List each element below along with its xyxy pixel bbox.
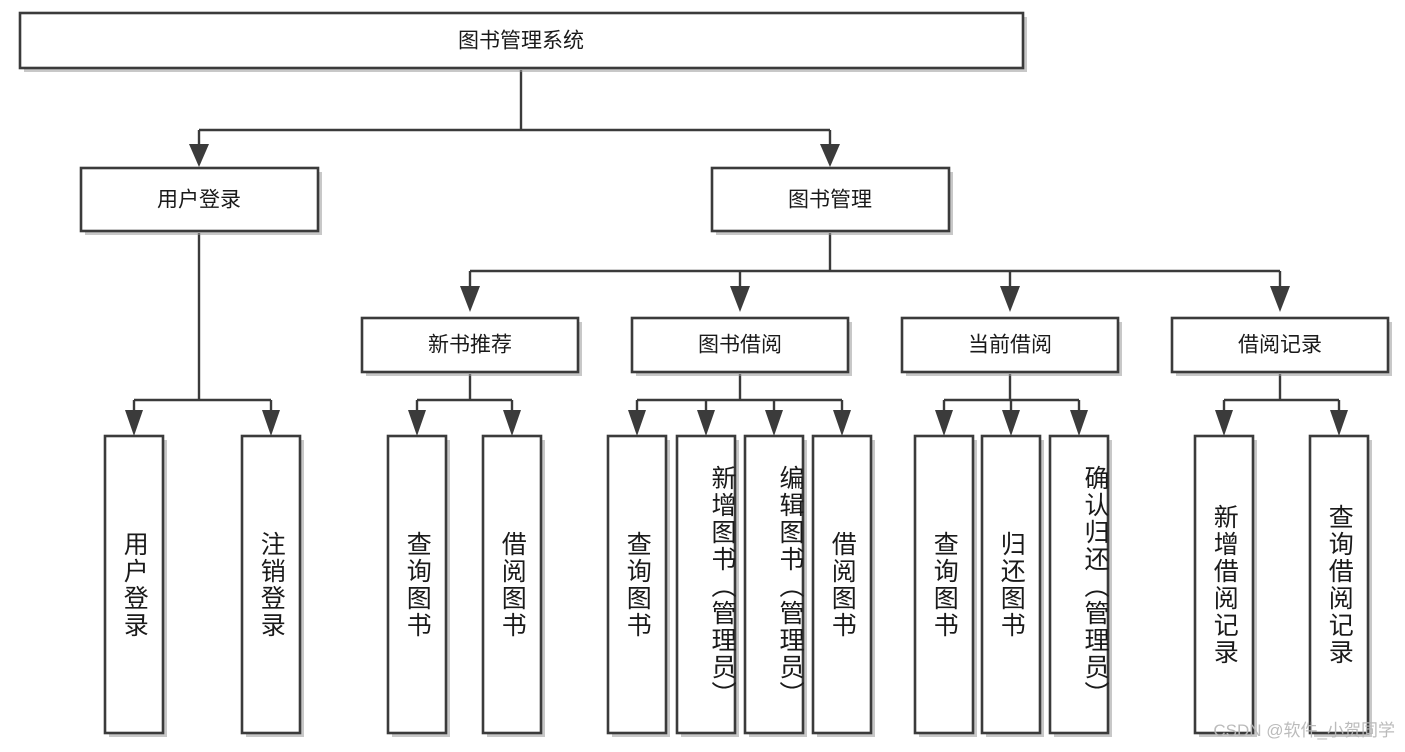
arrow-head-leaf-borrow-book-1 xyxy=(503,410,521,436)
arrow-head-leaf-query-book-3 xyxy=(935,410,953,436)
leaf-query-book-1-box[interactable] xyxy=(386,434,448,735)
leaf-add-book-box[interactable] xyxy=(675,434,737,735)
node-user-login-box[interactable] xyxy=(79,166,320,233)
node-borrow-record-box[interactable] xyxy=(1170,316,1390,374)
arrow-head-leaf-query-book-2 xyxy=(628,410,646,436)
leaf-query-record-box[interactable] xyxy=(1308,434,1370,735)
arrow-head-leaf-logout-login xyxy=(262,410,280,436)
arrow-head-current-borrow xyxy=(1000,286,1020,312)
node-new-book-rec-label: 新书推荐 xyxy=(428,334,512,357)
arrow-head-leaf-add-book xyxy=(697,410,715,436)
node-book-borrow[interactable]: 图书借阅 xyxy=(630,316,852,376)
arrow-head-leaf-edit-book xyxy=(765,410,783,436)
arrow-head-borrow-record xyxy=(1270,286,1290,312)
node-current-borrow-label: 当前借阅 xyxy=(968,334,1052,357)
leaf-query-book-3-box[interactable] xyxy=(913,434,975,735)
node-user-login-label: 用户登录 xyxy=(157,189,241,212)
arrow-head-leaf-borrow-book-2 xyxy=(833,410,851,436)
node-book-manage[interactable]: 图书管理 xyxy=(710,166,953,235)
leaf-borrow-book-1-box[interactable] xyxy=(481,434,543,735)
arrow-head-leaf-add-record xyxy=(1215,410,1233,436)
leaf-node-layer xyxy=(103,434,1372,737)
node-book-borrow-label: 图书借阅 xyxy=(698,334,782,357)
node-book-borrow-box[interactable] xyxy=(630,316,850,374)
node-book-manage-box[interactable] xyxy=(710,166,951,233)
node-book-manage-label: 图书管理 xyxy=(788,189,872,212)
leaf-return-book-box[interactable] xyxy=(980,434,1042,735)
arrow-head-book-manage xyxy=(820,144,840,167)
arrow-head-leaf-return-book xyxy=(1002,410,1020,436)
leaf-confirm-return-box[interactable] xyxy=(1048,434,1110,735)
leaf-edit-book-box[interactable] xyxy=(743,434,805,735)
node-root-box[interactable] xyxy=(18,11,1025,70)
arrow-head-leaf-user-login xyxy=(125,410,143,436)
node-root-label: 图书管理系统 xyxy=(458,30,584,53)
node-borrow-record-label: 借阅记录 xyxy=(1238,334,1322,357)
connector-layer xyxy=(125,70,1348,436)
arrow-head-book-borrow xyxy=(730,286,750,312)
arrow-head-new-book-rec xyxy=(460,286,480,312)
arrow-head-leaf-confirm-return xyxy=(1070,410,1088,436)
node-new-book-rec-box[interactable] xyxy=(360,316,580,374)
node-user-login[interactable]: 用户登录 xyxy=(79,166,322,235)
leaf-add-record-box[interactable] xyxy=(1193,434,1255,735)
node-current-borrow-box[interactable] xyxy=(900,316,1120,374)
leaf-query-book-2-box[interactable] xyxy=(606,434,668,735)
leaf-borrow-book-2-box[interactable] xyxy=(811,434,873,735)
leaf-logout-login-box[interactable] xyxy=(240,434,302,735)
arrow-head-leaf-query-book-1 xyxy=(408,410,426,436)
leaf-user-login-box[interactable] xyxy=(103,434,165,735)
node-new-book-rec[interactable]: 新书推荐 xyxy=(360,316,582,376)
node-current-borrow[interactable]: 当前借阅 xyxy=(900,316,1122,376)
arrow-head-user-login xyxy=(189,144,209,167)
arrow-head-leaf-query-record xyxy=(1330,410,1348,436)
csdn-watermark: CSDN @软件_小贺同学 xyxy=(1213,721,1395,740)
node-root[interactable]: 图书管理系统 xyxy=(18,11,1027,72)
node-borrow-record[interactable]: 借阅记录 xyxy=(1170,316,1392,376)
